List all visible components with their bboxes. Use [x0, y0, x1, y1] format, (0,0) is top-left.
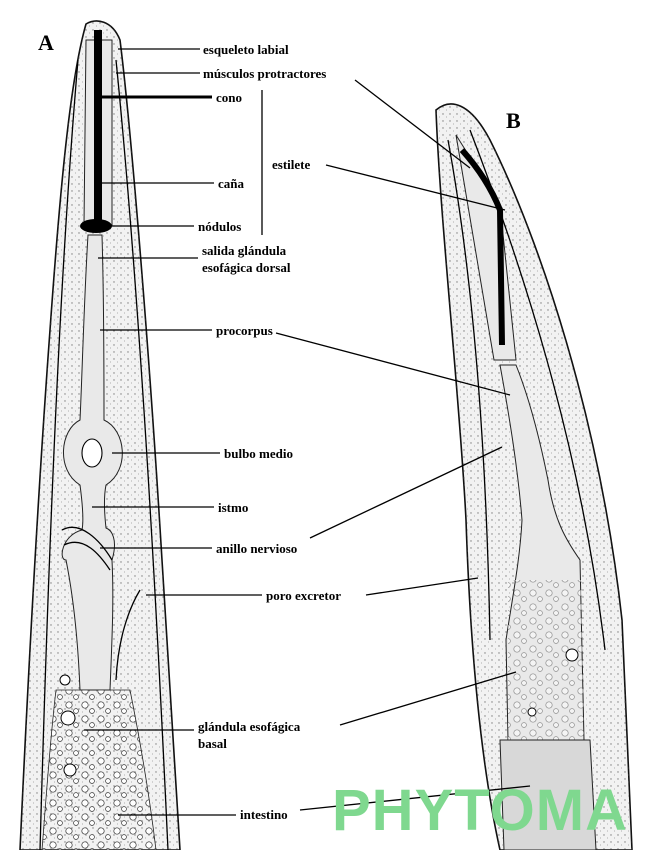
panel-a-drawing — [19, 20, 181, 850]
stylet-b — [459, 147, 505, 346]
label-procorpus: procorpus — [216, 323, 273, 338]
label-istmo: istmo — [218, 500, 248, 515]
label-salida-line1: salida glándula — [202, 243, 287, 258]
label-musculos-protractores: músculos protractores — [203, 66, 326, 81]
stylet-knobs — [80, 219, 112, 233]
phytoma-watermark: PHYTOMA — [332, 778, 628, 843]
label-poro-excretor: poro excretor — [266, 588, 341, 603]
leader-lines — [84, 48, 531, 816]
stylet-a — [94, 30, 102, 220]
panel-b-drawing — [435, 103, 633, 850]
label-salida-line2: esofágica dorsal — [202, 260, 291, 275]
panel-a-letter: A — [38, 30, 54, 55]
label-cono: cono — [216, 90, 242, 105]
label-anillo-nervioso: anillo nervioso — [216, 541, 297, 556]
label-glandula-line1: glándula esofágica — [198, 719, 301, 734]
label-estilete: estilete — [272, 157, 310, 172]
panel-b-letter: B — [506, 108, 521, 133]
label-esqueleto-labial: esqueleto labial — [203, 42, 289, 57]
label-glandula-line2: basal — [198, 736, 227, 751]
label-bulbo-medio: bulbo medio — [224, 446, 293, 461]
median-bulb-valve — [81, 438, 103, 468]
labels: esqueleto labial músculos protractores c… — [198, 42, 341, 822]
label-intestino: intestino — [240, 807, 288, 822]
label-cana: caña — [218, 176, 245, 191]
label-nodulos: nódulos — [198, 219, 241, 234]
